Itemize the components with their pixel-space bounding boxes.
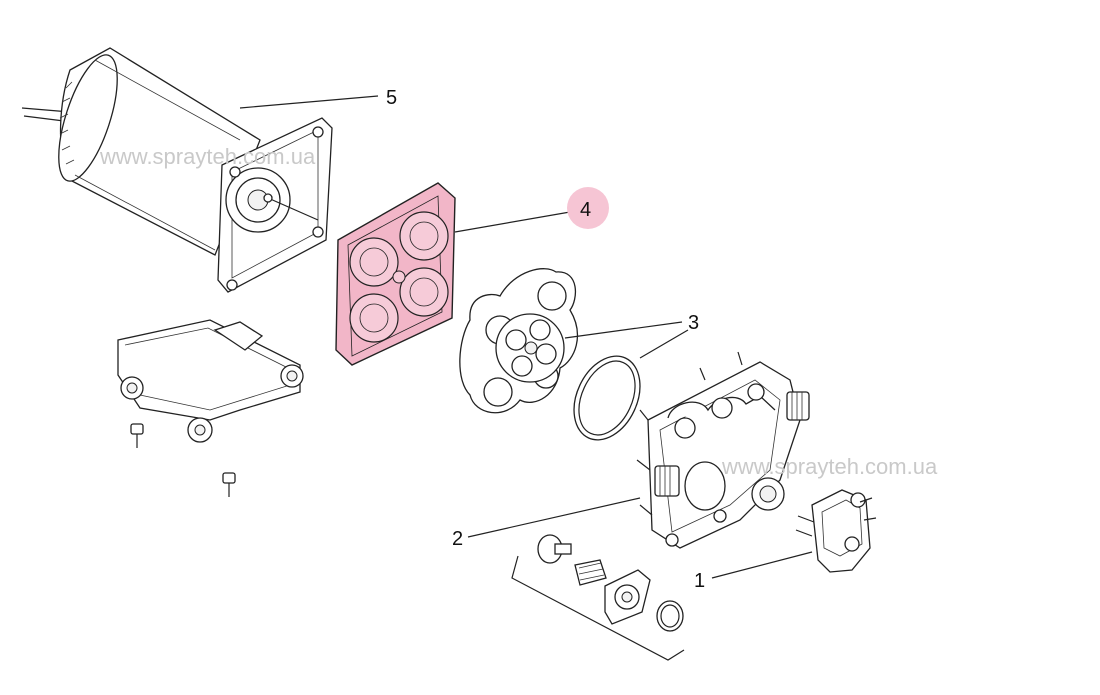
callout-1[interactable]: 1 <box>694 570 705 592</box>
watermark-text: www.sprayteh.com.ua <box>721 454 938 479</box>
leader-4 <box>454 211 571 233</box>
part-5-motor[interactable] <box>21 47 333 293</box>
leader-5 <box>239 95 379 109</box>
mounting-bracket[interactable] <box>117 319 304 443</box>
callout-3[interactable]: 3 <box>688 312 699 334</box>
watermark-text: www.sprayteh.com.ua <box>99 144 316 169</box>
callout-2[interactable]: 2 <box>452 528 463 550</box>
mounting-screw[interactable] <box>222 472 236 497</box>
check-valve-kit[interactable] <box>537 534 684 632</box>
kit-bracket-line <box>511 555 685 661</box>
callout-5[interactable]: 5 <box>386 87 397 109</box>
part-3-valve-assembly[interactable] <box>459 268 579 414</box>
part-3-o-ring[interactable] <box>561 345 653 450</box>
leader-lines <box>239 95 813 579</box>
leader-2 <box>467 497 641 538</box>
part-1-pressure-switch[interactable] <box>795 489 877 573</box>
highlight-badge-4 <box>567 187 609 229</box>
mounting-screw[interactable] <box>130 423 144 448</box>
part-4-diaphragm[interactable] <box>335 182 456 366</box>
leader-1 <box>711 551 813 579</box>
callout-4[interactable]: 4 <box>580 199 591 221</box>
leader-3 <box>564 321 689 359</box>
part-2-pump-head[interactable] <box>636 351 810 549</box>
